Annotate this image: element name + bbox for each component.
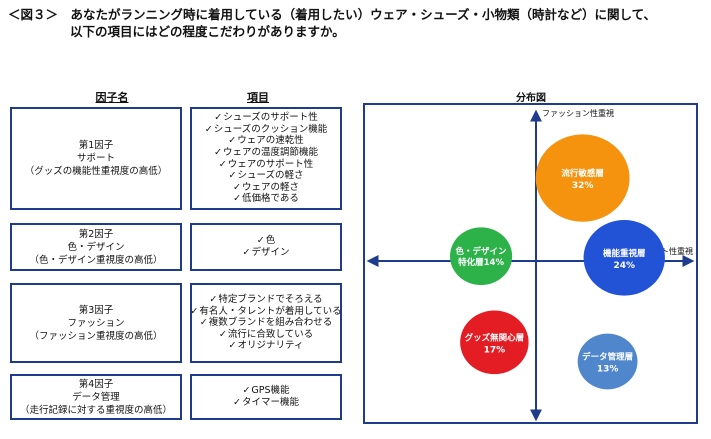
segment-bubble bbox=[535, 134, 630, 222]
segment-label: 特化層14% bbox=[458, 257, 504, 268]
factor-number: 第1因子 bbox=[78, 140, 114, 151]
factor-description: （色・デザイン重視度の高低） bbox=[29, 254, 163, 266]
chart-title: 分布図 bbox=[516, 93, 546, 104]
page-title: ＜図３＞ あなたがランニング時に着用している（着用したい）ウェア・シューズ・小物… bbox=[8, 6, 708, 40]
list-item: 流行に合致している bbox=[190, 329, 341, 341]
list-item: シューズの軽さ bbox=[205, 170, 328, 182]
items-list-3: 特定ブランドでそろえる 有名人・タレントが着用している 複数ブランドを組み合わせ… bbox=[190, 294, 341, 352]
list-item: ウェアの温度調節機能 bbox=[205, 147, 328, 159]
list-item: 低価格である bbox=[205, 193, 328, 205]
segment-percent: 32% bbox=[572, 181, 594, 191]
y-axis-label: ファッション性重視 bbox=[542, 108, 614, 118]
list-item: ウェアのサポート性 bbox=[205, 159, 328, 171]
factor-name: サポート bbox=[76, 153, 115, 164]
list-item: シューズのクッション機能 bbox=[205, 124, 328, 136]
segment-label: 流行敏感層 bbox=[561, 168, 604, 179]
factor-box-2: 第2因子 色・デザイン （色・デザイン重視度の高低） bbox=[10, 223, 182, 271]
items-box-4: GPS機能 タイマー機能 bbox=[190, 374, 342, 420]
items-box-1: シューズのサポート性 シューズのクッション機能 ウェアの速乾性 ウェアの温度調節… bbox=[190, 107, 342, 210]
factor-number: 第4因子 bbox=[78, 378, 114, 390]
items-box-3: 特定ブランドでそろえる 有名人・タレントが着用している 複数ブランドを組み合わせ… bbox=[190, 283, 342, 363]
segment-bubble bbox=[449, 227, 513, 286]
list-item: 特定ブランドでそろえる bbox=[190, 294, 341, 306]
chart-frame bbox=[363, 103, 698, 424]
list-item: ウェアの軽さ bbox=[205, 182, 328, 194]
list-item: GPS機能 bbox=[233, 385, 299, 397]
items-list-4: GPS機能 タイマー機能 bbox=[233, 385, 299, 408]
list-item: 有名人・タレントが着用している bbox=[190, 306, 341, 318]
list-item: シューズのサポート性 bbox=[205, 112, 328, 124]
factor-number: 第3因子 bbox=[78, 304, 114, 316]
segment-percent: 13% bbox=[597, 364, 619, 374]
title-line-2: 以下の項目にはどの程度こだわりがありますか。 bbox=[70, 24, 345, 39]
list-item: 色 bbox=[243, 235, 290, 247]
items-box-2: 色 デザイン bbox=[190, 223, 342, 271]
factor-description: （走行記録に対する重視度の高低） bbox=[19, 404, 172, 416]
x-axis-label: サポート性重視 bbox=[637, 246, 693, 256]
list-item: タイマー機能 bbox=[233, 397, 299, 409]
list-item: 複数ブランドを組み合わせる bbox=[190, 317, 341, 329]
segment-bubble bbox=[460, 310, 529, 375]
factor-description: （グッズの機能性重視度の高低） bbox=[24, 166, 168, 177]
factor-name: 色・デザイン bbox=[67, 241, 125, 253]
factor-description: （ファッション重視度の高低） bbox=[29, 330, 163, 342]
title-line-1: ＜図３＞ あなたがランニング時に着用している（着用したい）ウェア・シューズ・小物… bbox=[8, 7, 657, 22]
items-list-2: 色 デザイン bbox=[243, 235, 290, 259]
segment-bubble bbox=[583, 219, 665, 296]
segment-percent: 17% bbox=[484, 345, 506, 355]
list-item: デザイン bbox=[243, 247, 289, 259]
segment-label: データ管理層 bbox=[582, 351, 633, 362]
list-item: ウェアの速乾性 bbox=[205, 135, 328, 147]
factor-box-1: 第1因子 サポート （グッズの機能性重視度の高低） bbox=[10, 107, 182, 210]
list-item: オリジナリティ bbox=[190, 340, 341, 352]
segment-bubble bbox=[577, 333, 638, 390]
factor-box-4: 第4因子 データ管理 （走行記録に対する重視度の高低） bbox=[10, 374, 182, 420]
factor-column-header: 因子名 bbox=[95, 91, 129, 104]
segment-label: グッズ無関心層 bbox=[465, 332, 525, 343]
segment-label: 色・デザイン bbox=[456, 246, 508, 257]
factor-number: 第2因子 bbox=[78, 228, 114, 240]
factor-name: ファッション bbox=[67, 317, 125, 329]
items-list-1: シューズのサポート性 シューズのクッション機能 ウェアの速乾性 ウェアの温度調節… bbox=[205, 112, 328, 205]
segment-label: 機能重視層 bbox=[603, 248, 646, 259]
factor-box-3: 第3因子 ファッション （ファッション重視度の高低） bbox=[10, 283, 182, 363]
segment-percent: 24% bbox=[613, 261, 635, 271]
factor-name: データ管理 bbox=[72, 391, 120, 403]
items-column-header: 項目 bbox=[247, 91, 269, 104]
